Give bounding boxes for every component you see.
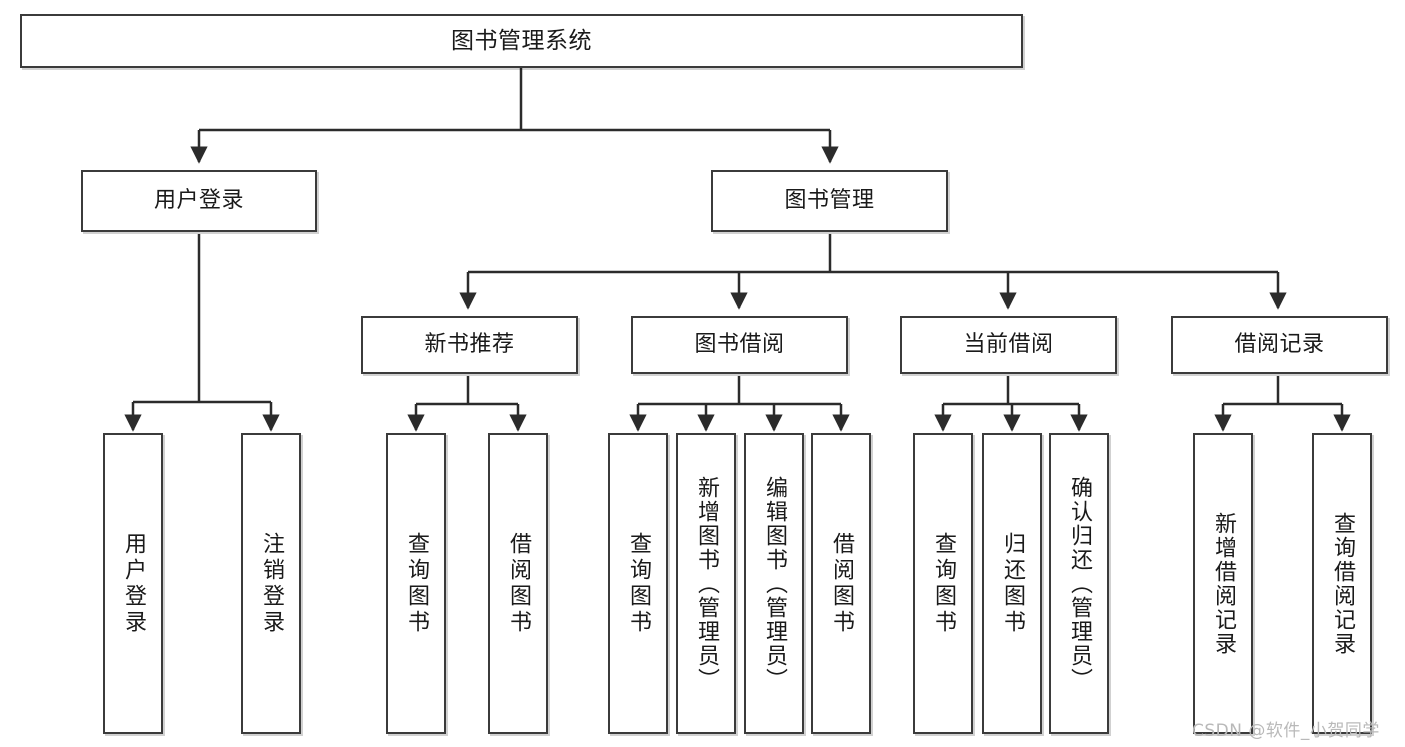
node-label: 图书借阅: [694, 332, 785, 358]
node-root-book-management-system[interactable]: 图书管理系统: [20, 14, 1023, 68]
node-label: 查询图书: [931, 531, 956, 636]
leaf-query-book-recommend[interactable]: 查询图书: [386, 433, 446, 734]
node-label: 借阅记录: [1234, 332, 1325, 358]
node-label: 图书管理系统: [451, 27, 592, 54]
leaf-add-book-admin[interactable]: 新增图书（管理员）: [676, 433, 736, 734]
leaf-logout[interactable]: 注销登录: [241, 433, 301, 734]
leaf-query-borrow-record[interactable]: 查询借阅记录: [1312, 433, 1372, 734]
node-label: 新增图书（管理员）: [694, 475, 719, 692]
node-label: 查询图书: [626, 531, 651, 636]
leaf-query-book-current[interactable]: 查询图书: [913, 433, 973, 734]
node-label: 图书管理: [784, 188, 875, 214]
node-label: 借阅图书: [829, 531, 854, 636]
node-current-borrow[interactable]: 当前借阅: [900, 316, 1117, 374]
leaf-query-book-borrow[interactable]: 查询图书: [608, 433, 668, 734]
node-borrow-record[interactable]: 借阅记录: [1171, 316, 1388, 374]
node-label: 确认归还（管理员）: [1067, 475, 1092, 692]
node-label: 当前借阅: [963, 332, 1054, 358]
node-label: 新书推荐: [424, 332, 515, 358]
node-label: 注销登录: [259, 531, 284, 636]
node-label: 用户登录: [153, 188, 244, 214]
node-label: 用户登录: [121, 531, 146, 636]
leaf-confirm-return-admin[interactable]: 确认归还（管理员）: [1049, 433, 1109, 734]
node-label: 归还图书: [1000, 531, 1025, 636]
leaf-user-login[interactable]: 用户登录: [103, 433, 163, 734]
leaf-borrow-book[interactable]: 借阅图书: [811, 433, 871, 734]
leaf-add-borrow-record[interactable]: 新增借阅记录: [1193, 433, 1253, 734]
leaf-borrow-book-recommend[interactable]: 借阅图书: [488, 433, 548, 734]
watermark-text: CSDN @软件_小贺同学: [1192, 721, 1380, 741]
node-book-borrow[interactable]: 图书借阅: [631, 316, 848, 374]
node-label: 借阅图书: [506, 531, 531, 636]
leaf-edit-book-admin[interactable]: 编辑图书（管理员）: [744, 433, 804, 734]
node-label: 查询图书: [404, 531, 429, 636]
leaf-return-book[interactable]: 归还图书: [982, 433, 1042, 734]
node-user-login[interactable]: 用户登录: [81, 170, 317, 232]
node-label: 查询借阅记录: [1330, 511, 1355, 656]
node-label: 新增借阅记录: [1211, 511, 1236, 656]
node-book-management[interactable]: 图书管理: [711, 170, 948, 232]
node-new-book-recommend[interactable]: 新书推荐: [361, 316, 578, 374]
node-label: 编辑图书（管理员）: [762, 475, 787, 692]
